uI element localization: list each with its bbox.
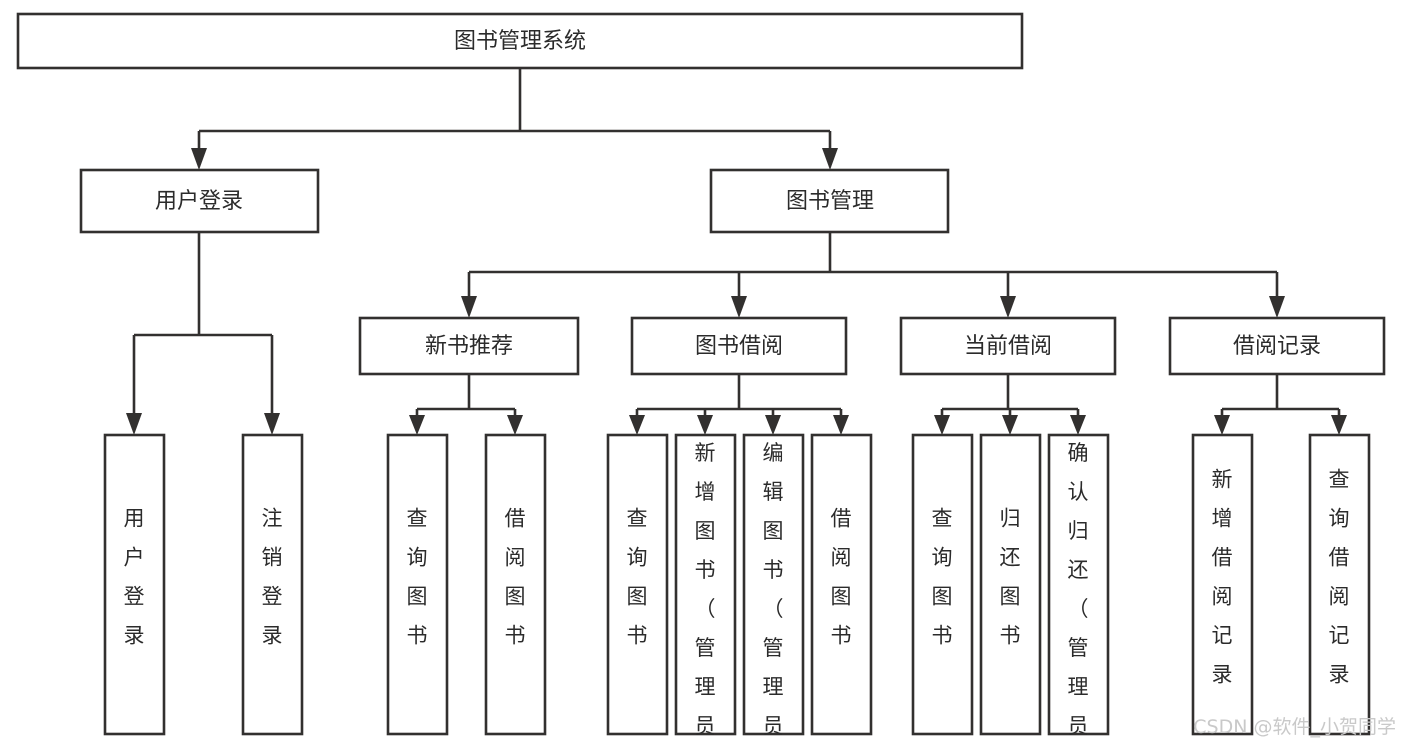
node-leaf-query-book-3[interactable]: 查询图书 — [911, 433, 974, 736]
arrow-to-user-login — [191, 148, 207, 170]
node-leaf-edit-book-label: 编辑图书（管理员） — [763, 441, 784, 747]
node-leaf-add-book-label: 新增图书（管理员） — [695, 441, 716, 747]
node-new-book-recommend[interactable]: 新书推荐 — [358, 316, 580, 376]
arrow-to-borrow-record — [1269, 296, 1285, 318]
arrow-to-leaf-add-record — [1214, 415, 1230, 435]
node-current-borrow-label: 当前借阅 — [964, 334, 1052, 359]
arrow-to-current-borrow — [1000, 296, 1016, 318]
node-book-management-label: 图书管理 — [786, 189, 874, 214]
node-user-login-label: 用户登录 — [155, 189, 243, 214]
arrow-to-leaf-logout — [264, 413, 280, 435]
node-leaf-return-book-box[interactable] — [979, 433, 1042, 736]
node-leaf-borrow-book-1-label: 借阅图书 — [505, 507, 526, 648]
node-root-label: 图书管理系统 — [454, 29, 586, 54]
node-leaf-query-book-3-label: 查询图书 — [932, 507, 953, 648]
connector-layer — [126, 68, 1347, 435]
arrow-to-leaf-borrow-book-2 — [833, 415, 849, 435]
node-leaf-borrow-book-1-box[interactable] — [484, 433, 547, 736]
node-leaf-query-book-1-box[interactable] — [386, 433, 449, 736]
node-book-borrow-box[interactable] — [630, 316, 848, 376]
node-leaf-edit-book-box[interactable] — [742, 433, 805, 736]
arrow-to-new-book-recommend — [461, 296, 477, 318]
node-leaf-confirm-return-box[interactable] — [1047, 433, 1110, 736]
node-leaf-edit-book[interactable]: 编辑图书（管理员） — [742, 433, 805, 747]
node-book-borrow-label: 图书借阅 — [695, 334, 783, 359]
node-leaf-query-book-2[interactable]: 查询图书 — [606, 433, 669, 736]
arrow-to-book-management — [822, 148, 838, 170]
node-user-login-box[interactable] — [79, 168, 320, 234]
node-leaf-query-record[interactable]: 查询借阅记录 — [1308, 433, 1371, 736]
node-leaf-user-login-label: 用户登录 — [124, 507, 145, 648]
node-root-box[interactable] — [16, 12, 1024, 70]
arrow-to-leaf-query-record — [1331, 415, 1347, 435]
node-leaf-logout[interactable]: 注销登录 — [241, 433, 304, 736]
node-user-login[interactable]: 用户登录 — [79, 168, 320, 234]
node-book-management-box[interactable] — [709, 168, 950, 234]
arrow-to-book-borrow — [731, 296, 747, 318]
arrow-to-leaf-borrow-book-1 — [507, 415, 523, 435]
node-book-borrow[interactable]: 图书借阅 — [630, 316, 848, 376]
node-leaf-query-book-2-label: 查询图书 — [627, 507, 648, 648]
node-leaf-add-book-box[interactable] — [674, 433, 737, 736]
arrow-to-leaf-query-book-1 — [409, 415, 425, 435]
node-leaf-query-book-1[interactable]: 查询图书 — [386, 433, 449, 736]
node-leaf-logout-label: 注销登录 — [262, 507, 283, 648]
node-leaf-confirm-return[interactable]: 确认归还（管理员） — [1047, 433, 1110, 747]
node-leaf-add-record[interactable]: 新增借阅记录 — [1191, 433, 1254, 736]
node-leaf-query-book-3-box[interactable] — [911, 433, 974, 736]
leaf-node-layer: 用户登录 注销登录 查询图书 借阅图书 查询图书 新增图书（管理员） — [103, 433, 1371, 747]
arrow-to-leaf-user-login — [126, 413, 142, 435]
node-leaf-query-record-box[interactable] — [1308, 433, 1371, 736]
node-root-system[interactable]: 图书管理系统 — [16, 12, 1024, 70]
node-leaf-return-book[interactable]: 归还图书 — [979, 433, 1042, 736]
node-new-book-recommend-box[interactable] — [358, 316, 580, 376]
node-current-borrow[interactable]: 当前借阅 — [899, 316, 1117, 376]
node-leaf-query-book-2-box[interactable] — [606, 433, 669, 736]
node-leaf-user-login[interactable]: 用户登录 — [103, 433, 166, 736]
node-leaf-borrow-book-2[interactable]: 借阅图书 — [810, 433, 873, 736]
node-leaf-query-book-1-label: 查询图书 — [407, 507, 428, 648]
node-leaf-logout-box[interactable] — [241, 433, 304, 736]
arrow-to-leaf-confirm-return — [1070, 415, 1086, 435]
node-leaf-borrow-book-1[interactable]: 借阅图书 — [484, 433, 547, 736]
node-new-book-recommend-label: 新书推荐 — [425, 334, 513, 359]
node-current-borrow-box[interactable] — [899, 316, 1117, 376]
csdn-watermark: CSDN @软件_小贺同学 — [1193, 716, 1396, 738]
node-leaf-add-record-label: 新增借阅记录 — [1212, 468, 1233, 687]
node-leaf-query-record-label: 查询借阅记录 — [1329, 468, 1350, 687]
node-borrow-record[interactable]: 借阅记录 — [1168, 316, 1386, 376]
node-leaf-borrow-book-2-box[interactable] — [810, 433, 873, 736]
node-leaf-user-login-box[interactable] — [103, 433, 166, 736]
arrow-to-leaf-query-book-2 — [629, 415, 645, 435]
node-book-management[interactable]: 图书管理 — [709, 168, 950, 234]
node-leaf-add-book[interactable]: 新增图书（管理员） — [674, 433, 737, 747]
arrow-to-leaf-query-book-3 — [934, 415, 950, 435]
node-leaf-return-book-label: 归还图书 — [1000, 507, 1021, 648]
node-leaf-borrow-book-2-label: 借阅图书 — [831, 507, 852, 648]
node-leaf-add-record-box[interactable] — [1191, 433, 1254, 736]
arrow-to-leaf-add-book — [697, 415, 713, 435]
node-borrow-record-box[interactable] — [1168, 316, 1386, 376]
node-leaf-confirm-return-label: 确认归还（管理员） — [1068, 441, 1089, 747]
arrow-to-leaf-edit-book — [765, 415, 781, 435]
arrow-to-leaf-return-book — [1002, 415, 1018, 435]
node-borrow-record-label: 借阅记录 — [1233, 334, 1321, 359]
